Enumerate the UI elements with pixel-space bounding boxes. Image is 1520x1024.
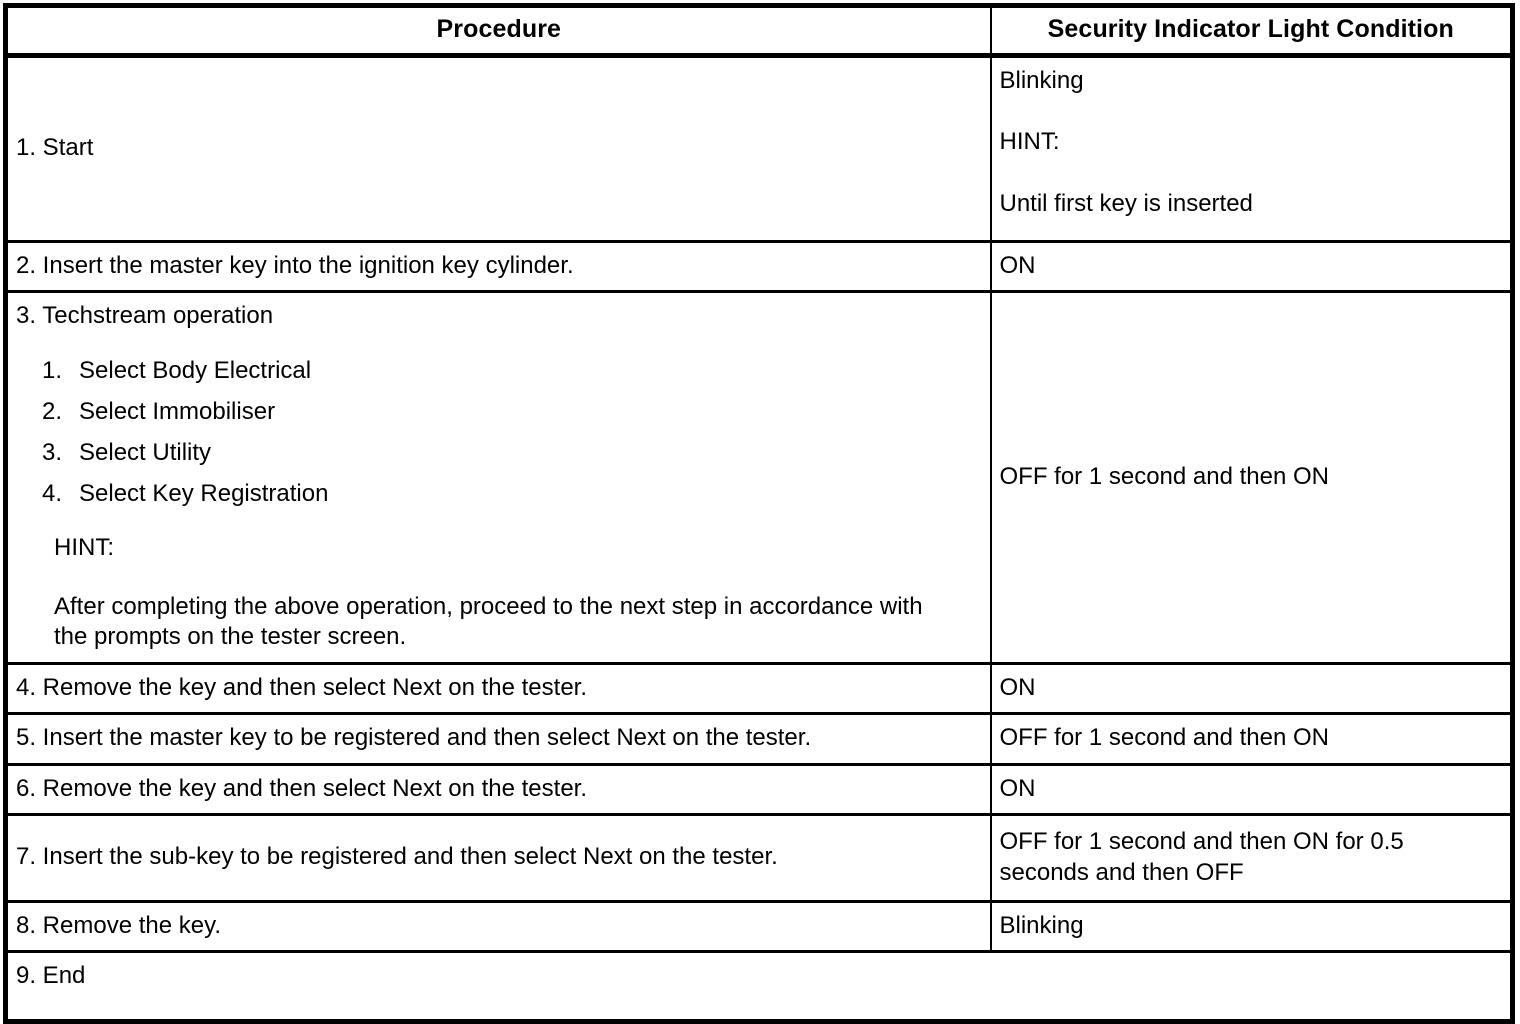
condition-text: ON bbox=[999, 674, 1036, 702]
list-item: 1. Select Body Electrical bbox=[42, 357, 982, 385]
step-text: 6. Remove the key and then select Next o… bbox=[16, 774, 587, 802]
condition-text: OFF for 1 second and then ON bbox=[999, 463, 1330, 491]
cell-condition-step-4: ON bbox=[990, 662, 1513, 714]
sub-step-list: 1. Select Body Electrical 2. Select Immo… bbox=[16, 357, 982, 509]
key-registration-procedure-table: Procedure Security Indicator Light Condi… bbox=[3, 3, 1515, 1024]
list-item: 4. Select Key Registration bbox=[42, 480, 982, 508]
list-item: 3. Select Utility bbox=[42, 439, 982, 467]
column-header-condition: Security Indicator Light Condition bbox=[990, 5, 1513, 58]
column-header-procedure: Procedure bbox=[5, 5, 992, 58]
cell-procedure-step-6: 6. Remove the key and then select Next o… bbox=[5, 762, 992, 815]
cell-condition-step-8: Blinking bbox=[990, 899, 1513, 952]
cell-procedure-step-3: 3. Techstream operation 1. Select Body E… bbox=[5, 290, 992, 664]
header-row: Procedure Security Indicator Light Condi… bbox=[5, 5, 1513, 58]
cell-condition-step-7: OFF for 1 second and then ON for 0.5 sec… bbox=[990, 812, 1513, 902]
list-item-label: Select Key Registration bbox=[79, 480, 329, 508]
cell-procedure-step-4: 4. Remove the key and then select Next o… bbox=[5, 662, 992, 714]
table-row: 5. Insert the master key to be registere… bbox=[5, 712, 1513, 765]
table-row: 6. Remove the key and then select Next o… bbox=[5, 762, 1513, 815]
step-text: 5. Insert the master key to be registere… bbox=[16, 724, 812, 752]
condition-text: OFF for 1 second and then ON for 0.5 sec… bbox=[999, 827, 1404, 886]
cell-procedure-step-9: 9. End bbox=[5, 950, 1513, 1022]
step-text: 9. End bbox=[16, 962, 86, 990]
step-text: 7. Insert the sub-key to be registered a… bbox=[16, 843, 778, 871]
hint-block: HINT: After completing the above operati… bbox=[54, 533, 982, 652]
table-row: 7. Insert the sub-key to be registered a… bbox=[5, 812, 1513, 902]
hint-text: After completing the above operation, pr… bbox=[54, 593, 923, 651]
table-row: 1. Start Blinking HINT: Until first key … bbox=[5, 55, 1513, 242]
condition-text: Blinking bbox=[999, 911, 1084, 939]
condition-text: OFF for 1 second and then ON bbox=[999, 724, 1330, 752]
condition-text: ON bbox=[999, 774, 1036, 802]
condition-text: ON bbox=[999, 252, 1036, 279]
table-body: 1. Start Blinking HINT: Until first key … bbox=[5, 55, 1513, 1022]
cell-procedure-step-7: 7. Insert the sub-key to be registered a… bbox=[5, 812, 992, 902]
list-item-number: 2. bbox=[42, 397, 63, 425]
procedure-table-container: Procedure Security Indicator Light Condi… bbox=[0, 3, 1520, 1024]
list-item-label: Select Utility bbox=[79, 439, 212, 467]
list-item-label: Select Immobiliser bbox=[79, 397, 276, 425]
table-row: 8. Remove the key. Blinking bbox=[5, 899, 1513, 952]
list-item-label: Select Body Electrical bbox=[79, 356, 312, 384]
cell-condition-step-3: OFF for 1 second and then ON bbox=[990, 290, 1513, 664]
table-header: Procedure Security Indicator Light Condi… bbox=[5, 5, 1513, 58]
step-text: 4. Remove the key and then select Next o… bbox=[16, 674, 587, 702]
hint-label: HINT: bbox=[999, 128, 1060, 156]
table-row: 4. Remove the key and then select Next o… bbox=[5, 662, 1513, 714]
cell-condition-step-1: Blinking HINT: Until first key is insert… bbox=[990, 55, 1513, 242]
step-text: 1. Start bbox=[16, 134, 94, 162]
table-row: 9. End bbox=[5, 950, 1513, 1022]
cell-condition-step-2: ON bbox=[990, 239, 1513, 292]
table-row: 3. Techstream operation 1. Select Body E… bbox=[5, 290, 1513, 664]
condition-line: Blinking bbox=[999, 67, 1084, 94]
cell-procedure-step-2: 2. Insert the master key into the igniti… bbox=[5, 239, 992, 292]
list-item-number: 1. bbox=[42, 356, 63, 384]
hint-label: HINT: bbox=[54, 533, 114, 561]
step-text: 8. Remove the key. bbox=[16, 911, 221, 939]
step-text: 3. Techstream operation bbox=[16, 302, 274, 330]
cell-procedure-step-5: 5. Insert the master key to be registere… bbox=[5, 712, 992, 765]
step-text: 2. Insert the master key into the igniti… bbox=[16, 252, 574, 279]
cell-procedure-step-1: 1. Start bbox=[5, 55, 992, 242]
cell-procedure-step-8: 8. Remove the key. bbox=[5, 899, 992, 952]
hint-text: Until first key is inserted bbox=[999, 189, 1253, 217]
list-item: 2. Select Immobiliser bbox=[42, 398, 982, 426]
list-item-number: 4. bbox=[42, 480, 63, 508]
list-item-number: 3. bbox=[42, 439, 63, 467]
cell-condition-step-5: OFF for 1 second and then ON bbox=[990, 712, 1513, 765]
table-row: 2. Insert the master key into the igniti… bbox=[5, 239, 1513, 292]
cell-condition-step-6: ON bbox=[990, 762, 1513, 815]
